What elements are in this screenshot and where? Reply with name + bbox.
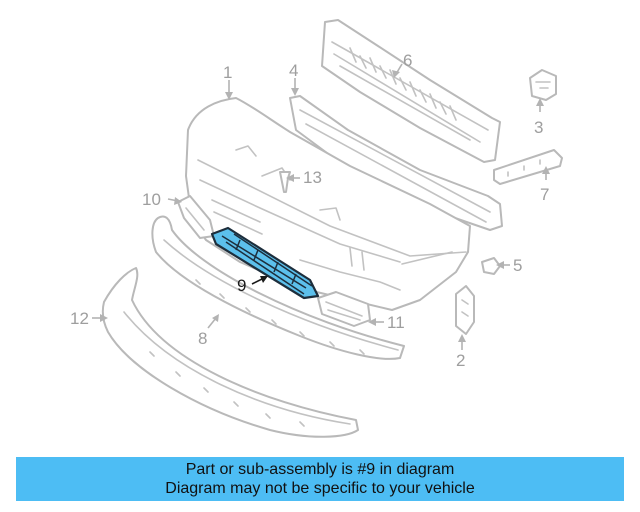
callout-4: 4 xyxy=(289,61,298,80)
part-11-grille-right xyxy=(317,291,371,327)
part-13-bolt xyxy=(279,171,291,193)
parts-diagram: 1 2 3 4 5 6 7 8 9 10 11 12 13 xyxy=(70,19,563,438)
callout-9: 9 xyxy=(237,276,246,295)
part-12-lower-trim xyxy=(101,267,359,438)
callout-8: 8 xyxy=(198,329,207,348)
banner-line-part: Part or sub-assembly is #9 in diagram xyxy=(185,461,455,478)
banner-line-disclaimer: Diagram may not be specific to your vehi… xyxy=(165,480,475,497)
part-7-bracket xyxy=(493,149,563,185)
callout-3: 3 xyxy=(534,118,543,137)
callout-2: 2 xyxy=(456,351,465,370)
part-2-bracket xyxy=(455,285,475,335)
callout-12: 12 xyxy=(70,309,89,328)
part-9-lower-grille-highlighted xyxy=(210,226,320,300)
info-banner: Part or sub-assembly is #9 in diagram Di… xyxy=(16,457,624,501)
callout-leaders xyxy=(92,63,550,350)
callout-11: 11 xyxy=(387,313,405,332)
part-5-clip xyxy=(481,257,501,275)
part-8-spoiler xyxy=(151,215,405,360)
callout-10: 10 xyxy=(142,190,161,209)
callout-5: 5 xyxy=(513,256,522,275)
callout-6: 6 xyxy=(403,51,412,70)
callout-7: 7 xyxy=(540,185,549,204)
callout-1: 1 xyxy=(223,63,232,82)
callout-13: 13 xyxy=(303,168,322,187)
part-3-clip xyxy=(529,69,557,101)
part-6-impact-bar xyxy=(321,19,501,163)
